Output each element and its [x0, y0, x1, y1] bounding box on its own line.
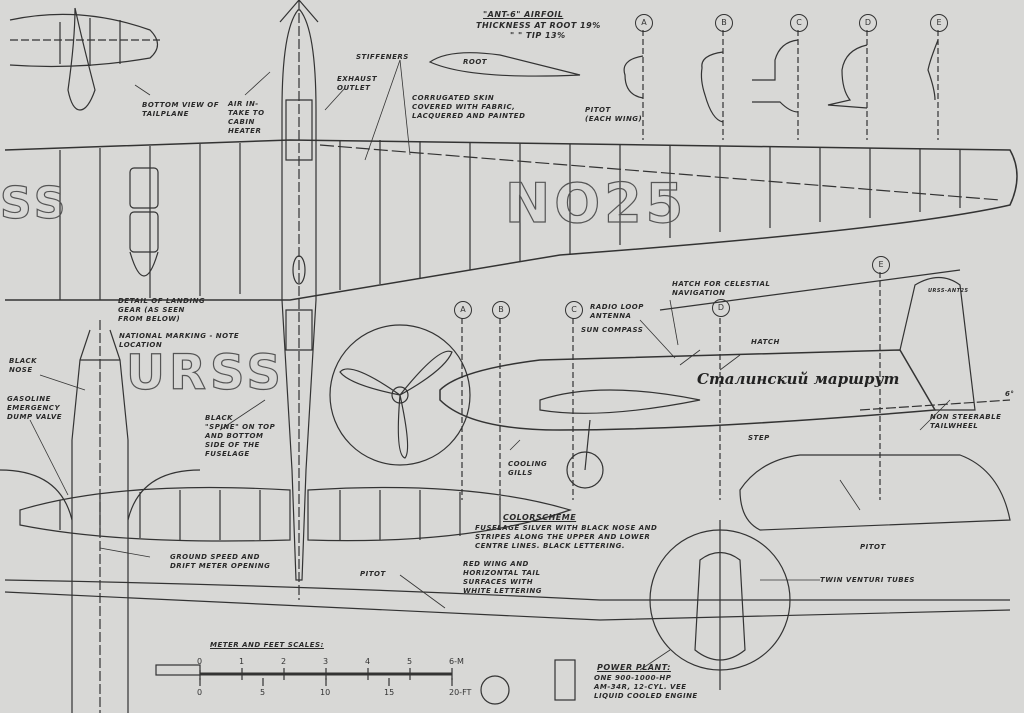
- scale-m-5: 5: [407, 657, 413, 666]
- label-national-marking: NATIONAL MARKING - NOTE LOCATION: [119, 332, 240, 349]
- section-marker-a: A: [635, 14, 653, 32]
- side-marker-a: A: [454, 301, 472, 319]
- label-pitot-side: PITOT: [860, 543, 886, 551]
- scale-m-3: 3: [323, 657, 329, 666]
- scale-m-1: 1: [239, 657, 245, 666]
- tailplane-marking: URSS: [125, 344, 285, 401]
- power-plant-title: POWER PLANT:: [597, 663, 671, 672]
- fuselage-script: Сталинский маршрут: [697, 370, 900, 388]
- fuselage-top-view: [279, 0, 319, 600]
- scale-ft-20: 20-FT: [449, 688, 472, 697]
- wing-registration: NO25: [504, 171, 688, 235]
- cowling-side-view: [739, 454, 1011, 531]
- label-black-spine: BLACK "SPINE" ON TOP AND BOTTOM SIDE OF …: [205, 414, 276, 458]
- label-air-intake: AIR IN- TAKE TO CABIN HEATER: [228, 100, 265, 135]
- label-step: STEP: [748, 434, 770, 442]
- scale-ft-10: 10: [320, 688, 331, 697]
- label-exhaust-outlet: EXHAUST OUTLET: [337, 75, 378, 92]
- scale-m-6: 6-M: [449, 657, 464, 666]
- side-marker-d: D: [712, 299, 730, 317]
- label-non-steerable: NON STEERABLE TAILWHEEL: [930, 413, 1002, 430]
- label-red-wing: RED WING AND HORIZONTAL TAIL SURFACES WI…: [463, 560, 543, 595]
- section-marker-c: C: [790, 14, 808, 32]
- leader-lines: [29, 59, 951, 671]
- scale-m-0: 0: [197, 657, 203, 666]
- main-wing-planform: [4, 139, 1018, 301]
- scale-title: METER AND FEET SCALES:: [210, 641, 324, 649]
- label-ground-speed: GROUND SPEED AND DRIFT METER OPENING: [170, 553, 271, 570]
- label-bottom-view-tailplane: BOTTOM VIEW OF TAILPLANE: [142, 101, 220, 118]
- side-marker-b: B: [492, 301, 510, 319]
- power-plant-text: ONE 900-1000-HP AM-34R, 12-CYL. VEE LIQU…: [594, 674, 698, 700]
- side-marker-c: C: [565, 301, 583, 319]
- airfoil-thickness-root: THICKNESS AT ROOT 19%: [476, 21, 601, 30]
- label-stiffeners: STIFFENERS: [356, 53, 409, 61]
- label-landing-gear-detail: DETAIL OF LANDING GEAR (AS SEEN FROM BEL…: [118, 297, 206, 323]
- section-marker-d: D: [859, 14, 877, 32]
- wing-marking-left: SS: [0, 177, 70, 229]
- cross-sections: [623, 39, 939, 123]
- scale-m-4: 4: [365, 657, 371, 666]
- tailplane-bottom-view: [9, 7, 160, 111]
- scale-m-2: 2: [281, 657, 287, 666]
- label-pitot-each-wing: PITOT (EACH WING): [585, 106, 643, 123]
- label-pitot-front: PITOT: [360, 570, 386, 578]
- side-marker-e: E: [872, 256, 890, 274]
- landing-gear-front: [480, 659, 576, 705]
- airfoil-title: "ANT-6" AIRFOIL: [483, 10, 564, 19]
- label-corrugated-skin: CORRUGATED SKIN COVERED WITH FABRIC, LAC…: [412, 94, 526, 120]
- airfoil-root-label: ROOT: [463, 58, 488, 66]
- landing-gear-detail: [129, 167, 159, 277]
- propeller-front-view: [329, 324, 471, 466]
- section-marker-e: E: [930, 14, 948, 32]
- airfoil-thickness-tip: " " TIP 13%: [510, 31, 566, 40]
- scale-ft-0: 0: [197, 688, 203, 697]
- label-six-degrees: 6°: [1005, 390, 1015, 398]
- section-marker-b: B: [715, 14, 733, 32]
- scale-ft-15: 15: [384, 688, 395, 697]
- colorscheme-title: COLORSCHEME: [503, 513, 577, 522]
- fuselage-bottom-view: [0, 320, 201, 713]
- fuselage-side-view: [439, 269, 1011, 489]
- label-hatch: HATCH: [751, 338, 780, 346]
- label-sun-compass: SUN COMPASS: [581, 326, 644, 334]
- colorscheme-text: FUSELAGE SILVER WITH BLACK NOSE AND STRI…: [475, 524, 658, 550]
- label-cooling-gills: COOLING GILLS: [508, 460, 548, 477]
- label-twin-venturi: TWIN VENTURI TUBES: [820, 576, 915, 584]
- tail-small-text: URSS-ANT25: [928, 288, 969, 294]
- label-gasoline-dump: GASOLINE EMERGENCY DUMP VALVE: [7, 395, 63, 421]
- front-view-wing: [4, 520, 1011, 690]
- horizontal-tail-planform: [19, 486, 572, 542]
- label-black-nose: BLACK NOSE: [9, 357, 38, 374]
- root-airfoil: [428, 52, 581, 77]
- scale-ft-5: 5: [260, 688, 266, 697]
- scale-bar: [155, 664, 453, 686]
- label-hatch-celestial: HATCH FOR CELESTIAL NAVIGATION: [672, 280, 771, 297]
- label-radio-loop: RADIO LOOP ANTENNA: [590, 303, 644, 320]
